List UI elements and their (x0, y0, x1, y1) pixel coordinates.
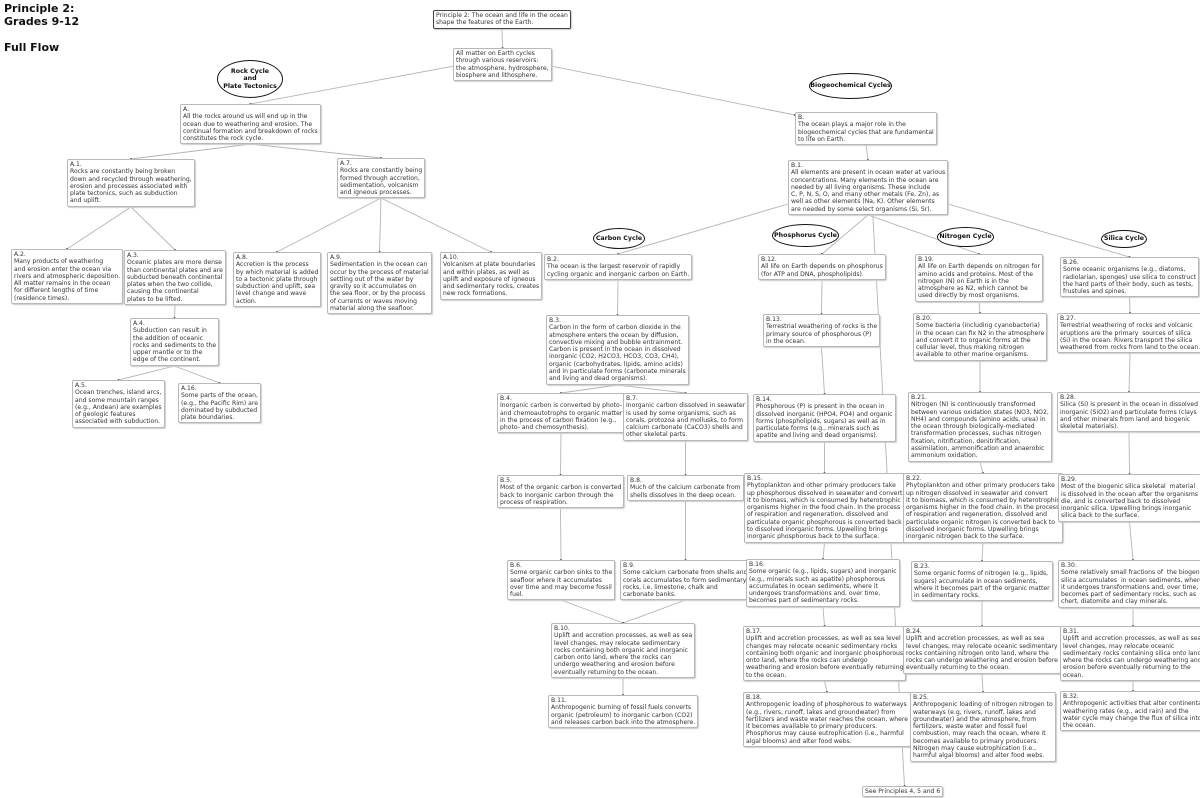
connector-B13-B14 (821, 346, 825, 395)
connector-B21-B22 (979, 461, 984, 474)
connector-B27-B28 (1128, 352, 1131, 393)
connector-root-p0 (501, 28, 503, 49)
connector-B24-B25 (981, 673, 984, 693)
connector-B-B1 (865, 144, 869, 161)
concept-node-a9: A.9. Sedimentation in the ocean can occu… (327, 252, 432, 315)
concept-node-b3: B.3. Carbon in the form of carbon dioxid… (546, 315, 689, 385)
concept-node-a7: A.7. Rocks are constantly being formed t… (337, 158, 426, 199)
connector-A4-A16 (174, 365, 220, 384)
concept-node-b8: B.8. Much of the calcium carbonate from … (627, 475, 744, 501)
connector-B5-B6 (560, 507, 562, 561)
concept-node-a8: A.8. Accretion is the process by which m… (233, 252, 322, 308)
concept-node-b4: B.4. Inorganic carbon is converted by ph… (497, 393, 626, 434)
connector-B26-B27 (1129, 296, 1131, 314)
concept-node-b21: B.21. Nitrogen (N) is continuously trans… (908, 392, 1052, 462)
section-label-silica: Silica Cycle (1101, 230, 1147, 248)
connector-B19-B20 (978, 301, 981, 314)
connector-B16-B17 (822, 606, 825, 627)
section-label-carbon: Carbon Cycle (593, 228, 645, 249)
concept-node-b14: B.14. Phosphorous (P) is present in the … (753, 394, 896, 442)
connector-A-A7 (250, 143, 382, 159)
connector-B28-B29 (1128, 431, 1130, 475)
connector-A7-A9 (379, 197, 382, 253)
connector-A1-A2 (66, 206, 132, 250)
connector-B29-B30 (1129, 521, 1134, 561)
concept-node-b28: B.28. Silica (Si) is present in the ocea… (1057, 392, 1200, 433)
connector-A7-A10 (380, 197, 492, 253)
connector-B4-B5 (560, 432, 562, 476)
concept-node-b25: B.25. Anthropogenic loading of nitrogen … (910, 692, 1056, 762)
concept-node-b24: B.24. Uplift and accretion processes, as… (903, 626, 1061, 674)
section-label-nitrogen: Nitrogen Cycle (937, 227, 994, 247)
concept-node-b6: B.6. Some organic carbon sinks to the se… (507, 560, 616, 601)
connector-B2-B3 (617, 279, 619, 316)
concept-node-a1: A.1. Rocks are constantly being broken d… (67, 159, 195, 207)
connector-B9-B10 (622, 599, 686, 624)
concept-node-b29: B.29. Most of the biogenic silica skelet… (1058, 474, 1200, 522)
concept-node-b12: B.12. All life on Earth depends on phosp… (758, 254, 886, 280)
concept-node-b30: B.30. Some relatively small fractions of… (1058, 560, 1200, 608)
connector-A-A1 (130, 143, 251, 160)
connector-A7-A8 (276, 197, 382, 253)
connector-B22-B23 (981, 542, 984, 562)
concept-node-b32: B.32. Anthropogenic activities that alte… (1060, 691, 1200, 732)
concept-node-b23: B.23. Some organic forms of nitrogen (e.… (911, 561, 1053, 602)
section-label-biogeo: Biogeochemical Cycles (809, 73, 892, 99)
section-label-rock: Rock Cycle and Plate Tectonics (217, 60, 283, 98)
concept-node-b16: B.16. Some organic (e.g., lipids, sugars… (746, 559, 900, 607)
concept-node-b18: B.18. Anthropogenic loading of phosphoro… (743, 692, 911, 748)
section-label-phosphorus: Phosphorus Cycle (772, 224, 839, 247)
concept-node-a3: A.3. Oceanic plates are more dense than … (124, 250, 226, 306)
concept-node-a5: A.5. Ocean trenches, island arcs, and so… (72, 380, 165, 428)
concept-node-b5: B.5. Most of the organic carbon is conve… (497, 475, 625, 509)
concept-node-b10: B.10. Uplift and accretion processes, as… (551, 623, 696, 679)
concept-node-b13: B.13. Terrestrial weathering of rocks is… (763, 314, 881, 348)
concept-node-b9: B.9. Some calcium carbonate from shells … (620, 560, 751, 601)
concept-node-a16: A.16. Some parts of the ocean, (e.g., th… (178, 383, 262, 424)
concept-node-a10: A.10. Volcanism at plate boundaries and … (440, 252, 543, 300)
concept-node-b31: B.31. Uplift and accretion processes, as… (1060, 626, 1200, 682)
concept-node-p0: All matter on Earth cycles through vario… (453, 48, 552, 82)
connector-B17-B18 (824, 680, 828, 693)
connector-B3-B4 (560, 384, 618, 394)
concept-node-b15: B.15. Phytoplankton and other primary pr… (744, 473, 906, 543)
concept-node-b20: B.20. Some bacteria (including cyanobact… (913, 313, 1048, 361)
connector-p0-A (250, 65, 454, 105)
concept-node-b26: B.26. Some oceanic organisms (e.g., diat… (1060, 257, 1200, 298)
concept-node-root: Principle 2: The ocean and life in the o… (433, 10, 571, 29)
concept-node-b1: B.1. All elements are present in ocean w… (788, 160, 949, 216)
concept-node-b22: B.22. Phytoplankton and other primary pr… (903, 473, 1063, 543)
connector-B1-B12 (821, 214, 869, 255)
concept-node-b7: B.7. Inorganic carbon dissolved in seawa… (623, 393, 749, 441)
connector-B1-B2 (617, 203, 789, 255)
connector-B15-B16 (822, 542, 825, 560)
concept-node-a: A. All the rocks around us will end up i… (180, 104, 321, 145)
concept-node-a4: A.4. Subduction can result in the additi… (130, 318, 220, 366)
connector-A4-A5 (118, 365, 175, 381)
concept-node-b: B. The ocean plays a major role in the b… (795, 112, 937, 146)
concept-node-a2: A.2. Many products of weathering and ero… (11, 249, 124, 305)
connector-A3-A4 (174, 304, 176, 319)
concept-node-b11: B.11. Anthropogenic burning of fossil fu… (548, 695, 699, 729)
concept-node-b19: B.19. All life on Earth depends on nitro… (915, 254, 1043, 302)
connector-B3-B7 (617, 384, 686, 394)
concept-node-b27: B.27. Terrestrial weathering of rocks an… (1057, 313, 1200, 354)
concept-node-b17: B.17. Uplift and accretion processes, as… (743, 626, 907, 682)
connector-B6-B10 (560, 599, 624, 624)
connector-B12-B13 (821, 279, 823, 315)
connector-B1-B26 (947, 203, 1130, 258)
connector-B1-B19 (867, 214, 980, 255)
connector-A1-A3 (130, 206, 176, 251)
diagram-title: Principle 2: Grades 9-12 Full Flow (4, 2, 80, 54)
connector-p0-B (551, 65, 796, 116)
see-principles-link[interactable]: See Principles 4, 5 and 6 (862, 786, 944, 798)
concept-node-b2: B.2. The ocean is the largest reservoir … (544, 254, 693, 280)
